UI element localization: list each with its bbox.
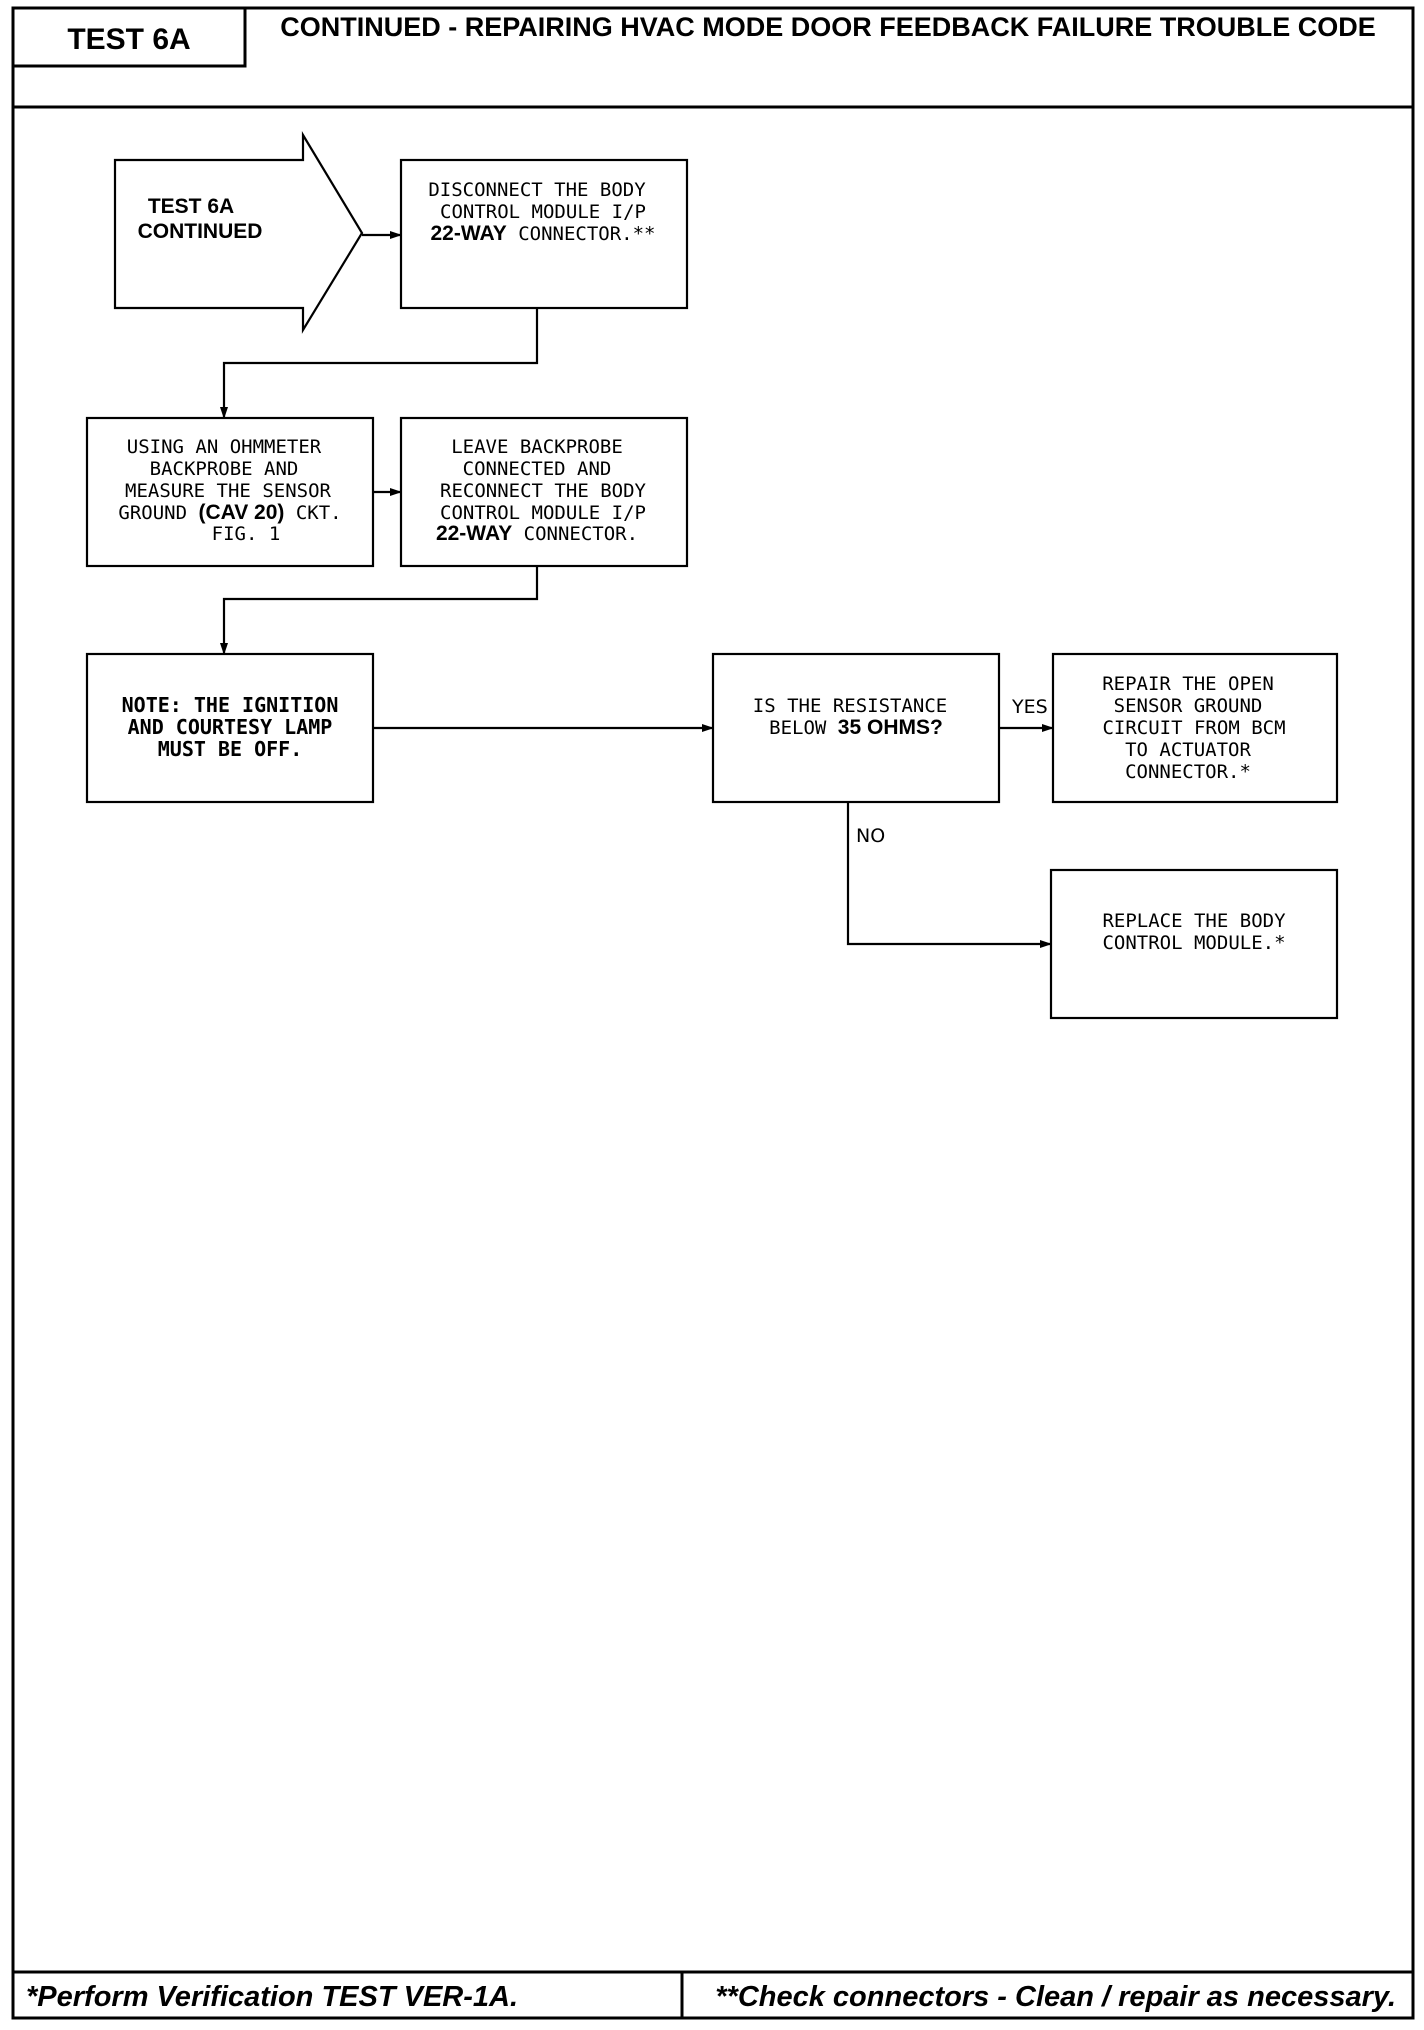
replace-line2: CONTROL MODULE.*: [1102, 932, 1285, 954]
note-line3: MUST BE OFF.: [158, 737, 303, 761]
ohmmeter-line4: GROUND (CAV 20) CKT.: [118, 501, 341, 524]
leave-line5-bold: 22-WAY: [436, 522, 512, 545]
disconnect-line2: CONTROL MODULE I/P: [440, 201, 646, 223]
footer-right-note: **Check connectors - Clean / repair as n…: [715, 1981, 1396, 2013]
repair-open-box: [1051, 652, 1339, 804]
question-line2-bold: 35 OHMS?: [838, 716, 943, 739]
note-line2: AND COURTESY LAMP: [128, 715, 333, 739]
page-border: [11, 6, 1415, 2020]
note-box: [85, 652, 375, 804]
disconnect-line3: 22-WAY CONNECTOR.**: [431, 222, 656, 245]
ohmmeter-line4-pre: GROUND: [118, 502, 198, 524]
footer-left-note: *Perform Verification TEST VER-1A.: [26, 1981, 518, 2013]
disconnect-line3-bold: 22-WAY: [431, 222, 507, 245]
ohmmeter-line4-post: CKT.: [284, 502, 341, 524]
repair-line4: TO ACTUATOR: [1125, 739, 1251, 761]
test-label-box: [11, 6, 247, 68]
start-arrow-shape: [113, 131, 364, 334]
connector-leave-to-note: [220, 566, 539, 655]
question-line2: BELOW 35 OHMS?: [769, 716, 943, 739]
replace-bcm-box: [1049, 868, 1339, 1020]
disconnect-line1: DISCONNECT THE BODY: [428, 179, 646, 201]
connector-disconnect-to-ohmmeter: [220, 308, 539, 419]
repair-line5: CONNECTOR.*: [1125, 761, 1251, 783]
ohmmeter-line2: BACKPROBE AND: [150, 458, 299, 480]
question-line2-pre: BELOW: [769, 717, 838, 739]
test-label: TEST 6A: [67, 23, 190, 56]
connector-no-to-replace: [846, 802, 1052, 948]
leave-line4: CONTROL MODULE I/P: [440, 502, 646, 524]
repair-line2: SENSOR GROUND: [1114, 695, 1263, 717]
yes-label: YES: [1011, 696, 1048, 718]
disconnect-line3-rest: CONNECTOR.**: [507, 223, 656, 245]
ohmmeter-step-box: [85, 416, 375, 568]
repair-line1: REPAIR THE OPEN: [1102, 673, 1274, 695]
disconnect-step-box: [399, 158, 689, 310]
leave-line3: RECONNECT THE BODY: [440, 480, 646, 502]
leave-line2: CONNECTED AND: [463, 458, 612, 480]
leave-line1: LEAVE BACKPROBE: [451, 436, 623, 458]
leave-backprobe-step-box: [399, 416, 689, 568]
replace-line1: REPLACE THE BODY: [1102, 910, 1286, 932]
start-arrow-line2: CONTINUED: [138, 220, 263, 243]
note-line1: NOTE: THE IGNITION: [122, 693, 339, 717]
ohmmeter-line1: USING AN OHMMETER: [127, 436, 322, 458]
leave-line5: 22-WAY CONNECTOR.: [436, 522, 638, 545]
question-line1: IS THE RESISTANCE: [753, 695, 947, 717]
question-box: [711, 652, 1001, 804]
page-title: CONTINUED - REPAIRING HVAC MODE DOOR FEE…: [280, 12, 1376, 42]
ohmmeter-line5: FIG. 1: [212, 523, 281, 545]
repair-line3: CIRCUIT FROM BCM: [1102, 717, 1285, 739]
leave-line5-rest: CONNECTOR.: [512, 523, 638, 545]
ohmmeter-line4-bold: (CAV 20): [198, 501, 284, 524]
ohmmeter-line3: MEASURE THE SENSOR: [125, 480, 331, 502]
no-label: NO: [856, 825, 885, 847]
start-arrow-line1: TEST 6A: [148, 195, 234, 218]
